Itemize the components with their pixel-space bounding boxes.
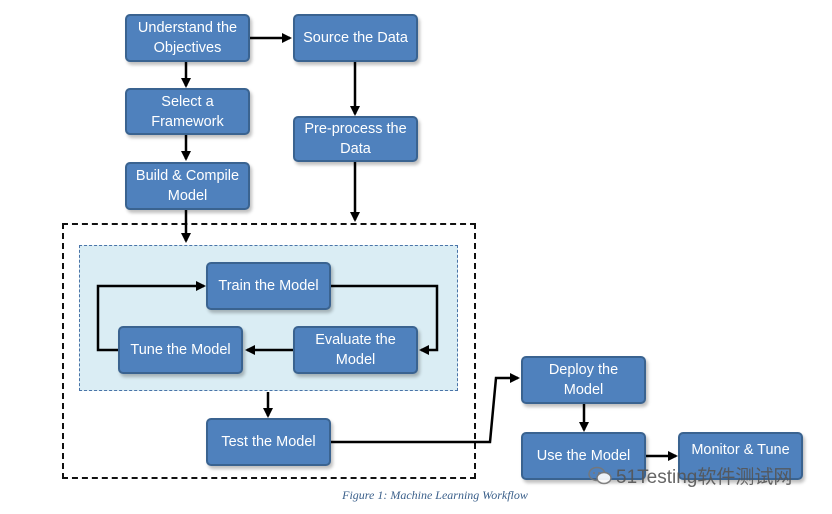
node-select-framework: Select a Framework — [125, 88, 250, 135]
node-monitor-tune: Monitor & Tune — [678, 432, 803, 480]
node-train-model: Train the Model — [206, 262, 331, 310]
node-evaluate-model: Evaluate the Model — [293, 326, 418, 374]
node-source-data: Source the Data — [293, 14, 418, 62]
node-test-model: Test the Model — [206, 418, 331, 466]
arrow-tune-to-train — [96, 281, 206, 352]
figure-caption: Figure 1: Machine Learning Workflow — [342, 488, 528, 502]
node-preprocess-data: Pre-process the Data — [293, 116, 418, 162]
watermark: 51Testing软件测试网 — [588, 462, 792, 489]
arrow-test-to-deploy — [331, 373, 520, 444]
node-use-model: Use the Model — [521, 432, 646, 480]
chat-bubble-icon — [588, 466, 612, 484]
node-tune-model: Tune the Model — [118, 326, 243, 374]
node-deploy-model: Deploy the Model — [521, 356, 646, 404]
watermark-text: 51Testing软件测试网 — [616, 467, 793, 488]
arrow-train-to-evaluate — [331, 284, 439, 355]
node-build-compile-model: Build & Compile Model — [125, 162, 250, 210]
model-training-container — [62, 223, 476, 479]
node-understand-objectives: Understand the Objectives — [125, 14, 250, 62]
